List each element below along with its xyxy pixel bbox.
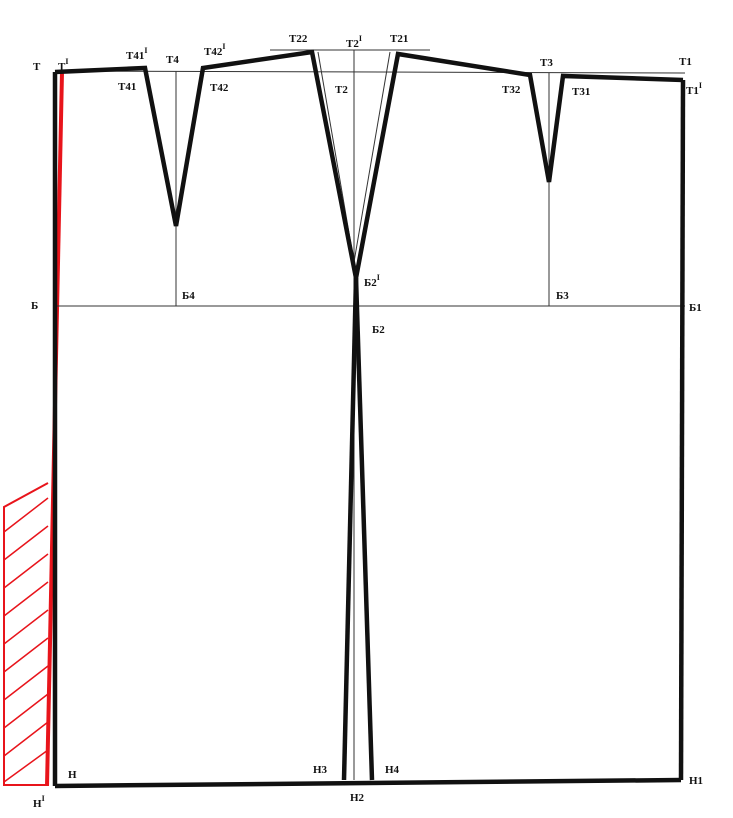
- label-n-prime: НI: [33, 794, 45, 810]
- label-t2-prime: Т2I: [346, 34, 362, 50]
- label-b1: Б1: [689, 302, 702, 314]
- hatch-line: [3, 609, 49, 645]
- label-t42-prime: Т42I: [204, 42, 225, 58]
- hatch-line: [3, 553, 49, 589]
- hatch-line: [3, 721, 49, 757]
- label-t41-prime: Т41I: [126, 46, 147, 62]
- label-t3: Т3: [540, 57, 553, 69]
- hatch-line: [3, 665, 49, 701]
- waist-guide-line: [54, 70, 686, 74]
- label-t21: Т21: [390, 33, 408, 45]
- skirt-outline: [52, 49, 686, 789]
- label-n1: Н1: [689, 775, 703, 787]
- label-n: Н: [68, 769, 77, 781]
- label-b2-prime: Б2I: [364, 273, 380, 289]
- label-t1-prime: Т1I: [686, 81, 702, 97]
- hatched-allowance: [3, 482, 49, 786]
- label-n4: Н4: [385, 764, 400, 776]
- label-n2: Н2: [350, 792, 365, 804]
- label-t31: Т31: [572, 86, 590, 98]
- hatch-line: [3, 749, 49, 783]
- label-t: Т: [33, 61, 41, 73]
- point-labels: Т ТI Т41I Т4 Т42I Т41 Т42 Т22 Т2I Т21 Т2…: [31, 33, 703, 810]
- label-b4: Б4: [182, 290, 195, 302]
- label-t1: Т1: [679, 56, 692, 68]
- hatch-line: [3, 693, 49, 729]
- label-t-prime: ТI: [58, 57, 68, 73]
- label-n3: Н3: [313, 764, 328, 776]
- hem-line: [54, 777, 682, 789]
- side-dart-thin-right: [353, 51, 391, 263]
- side-seam-lower-right: [353, 277, 375, 781]
- hatch-line: [3, 637, 49, 673]
- hatch-line: [3, 497, 49, 533]
- label-t4: Т4: [166, 54, 179, 66]
- hatch-line: [3, 525, 49, 561]
- label-t41: Т41: [118, 81, 136, 93]
- hatched-allowance-outline: [3, 482, 49, 786]
- label-t22: Т22: [289, 33, 308, 45]
- label-t32: Т32: [502, 84, 521, 96]
- label-t2: Т2: [335, 84, 348, 96]
- label-b: Б: [31, 300, 38, 312]
- label-b2: Б2: [372, 324, 385, 336]
- back-edge: [678, 79, 686, 781]
- hatch-line: [3, 581, 49, 617]
- label-t42: Т42: [210, 82, 229, 94]
- label-b3: Б3: [556, 290, 569, 302]
- side-seam-lower: [341, 277, 359, 781]
